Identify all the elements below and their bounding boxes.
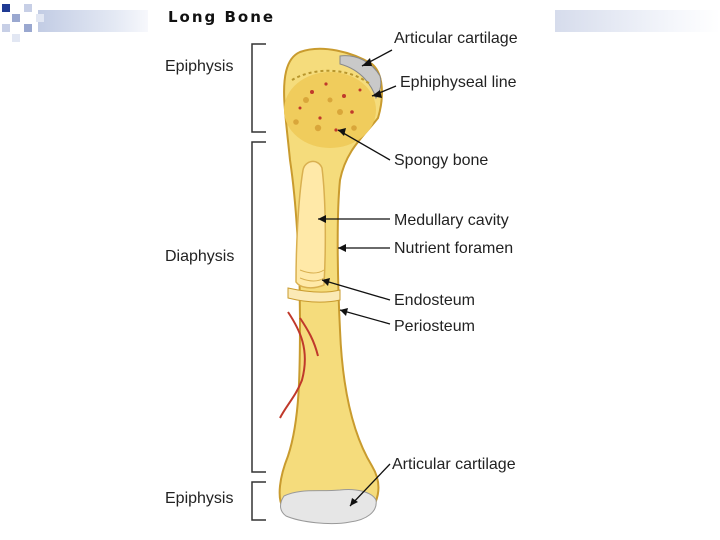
- leader-periosteum: [340, 310, 390, 324]
- epiphysis-bottom-bracket: [252, 482, 266, 520]
- label-nutrient-foramen: Nutrient foramen: [394, 240, 513, 258]
- label-periosteum: Periosteum: [394, 318, 475, 336]
- label-endosteum: Endosteum: [394, 292, 475, 310]
- epiphysis-top-bracket: [252, 44, 266, 132]
- region-label-diaphysis: Diaphysis: [165, 248, 234, 266]
- region-label-epiphysis-bottom: Epiphysis: [165, 490, 233, 508]
- label-medullary-cavity: Medullary cavity: [394, 212, 509, 230]
- label-articular-cartilage-top: Articular cartilage: [394, 30, 518, 48]
- articular-cartilage-bottom: [281, 489, 377, 523]
- region-label-epiphysis-top: Epiphysis: [165, 58, 233, 76]
- label-articular-cartilage-bottom: Articular cartilage: [392, 456, 516, 474]
- label-epiphyseal-line: Ephiphyseal line: [400, 74, 517, 92]
- diaphysis-bracket: [252, 142, 266, 472]
- spongy-bone: [284, 72, 376, 148]
- label-spongy-bone: Spongy bone: [394, 152, 488, 170]
